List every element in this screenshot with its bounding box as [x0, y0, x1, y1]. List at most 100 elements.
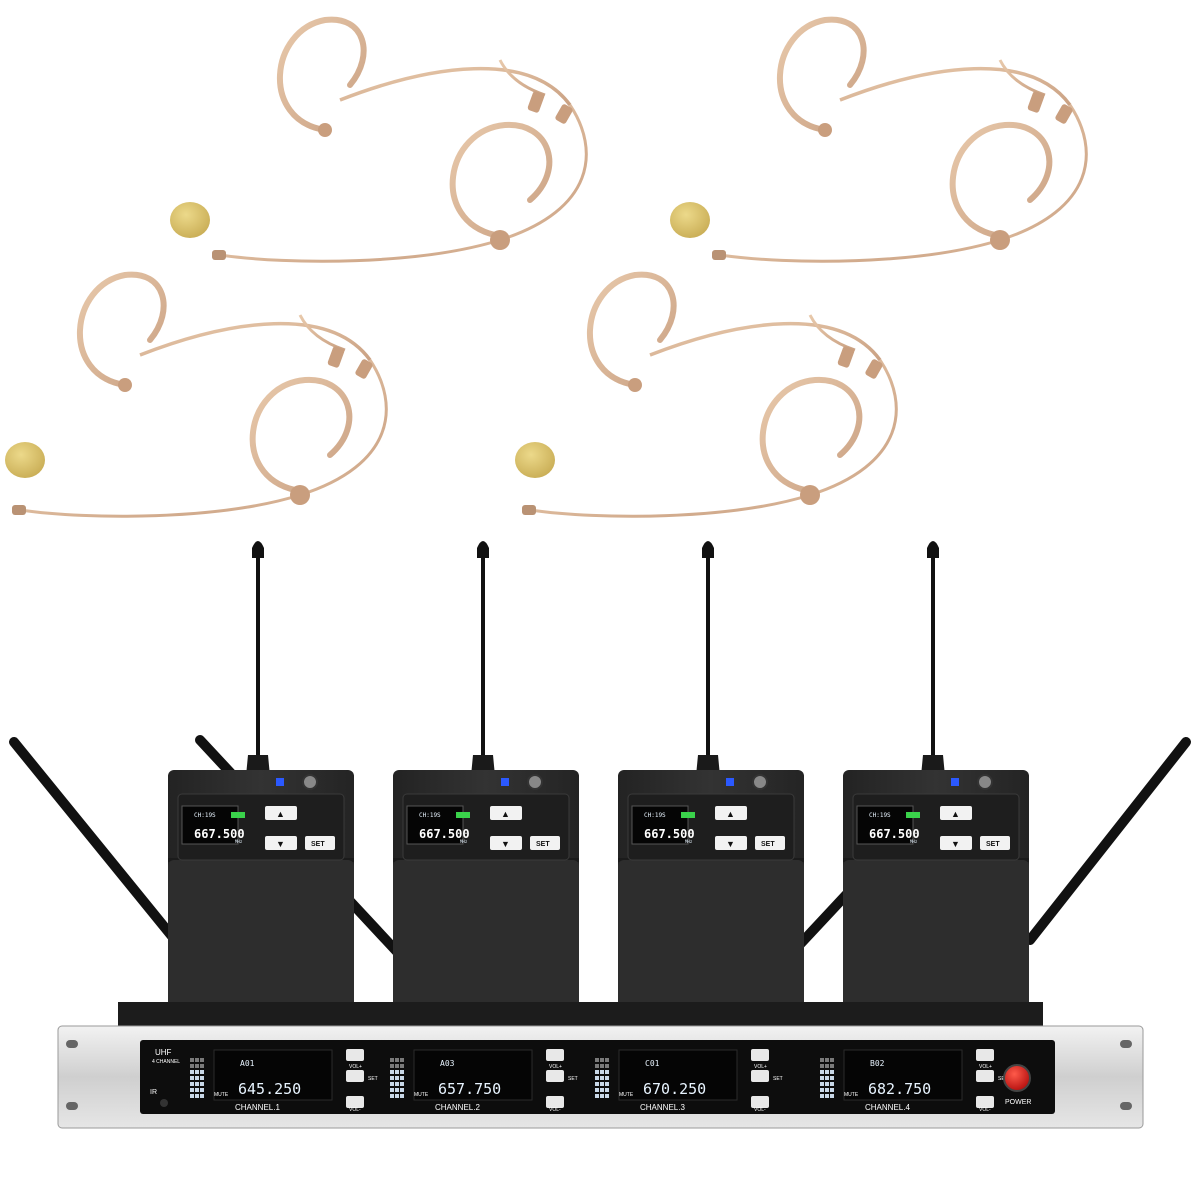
up-button[interactable]	[265, 806, 297, 820]
channel-label: CHANNEL.3	[640, 1103, 685, 1112]
vol-down-label: VOL-	[349, 1107, 361, 1113]
level-meter-segment	[190, 1088, 194, 1092]
level-meter-segment	[400, 1070, 404, 1074]
foam-windscreen-1	[170, 202, 210, 238]
down-arrow-icon: ▼	[501, 839, 510, 849]
down-button[interactable]	[940, 836, 972, 850]
up-arrow-icon: ▲	[726, 809, 735, 819]
channel-display	[843, 1049, 963, 1101]
level-meter-segment	[600, 1088, 604, 1092]
set-label: SET	[568, 1076, 578, 1082]
level-meter-segment	[190, 1070, 194, 1074]
down-button[interactable]	[265, 836, 297, 850]
level-meter-segment	[825, 1094, 829, 1098]
vol-up-button[interactable]	[751, 1049, 769, 1061]
channel-group: B02	[870, 1059, 885, 1068]
set-button[interactable]	[530, 836, 560, 850]
vol-up-button[interactable]	[976, 1049, 994, 1061]
set-button[interactable]	[546, 1070, 564, 1082]
channel-label: CHANNEL.2	[435, 1103, 480, 1112]
brand-uhf: UHF	[155, 1048, 172, 1057]
up-arrow-icon: ▲	[276, 809, 285, 819]
set-label: SET	[773, 1076, 783, 1082]
level-meter-segment	[190, 1094, 194, 1098]
pack-unit: MHz	[910, 839, 918, 844]
level-meter-segment	[400, 1094, 404, 1098]
ir-label: IR	[150, 1089, 157, 1096]
level-meter-segment	[390, 1094, 394, 1098]
level-meter-segment	[820, 1076, 824, 1080]
level-meter-segment	[190, 1058, 194, 1062]
level-meter-segment	[195, 1082, 199, 1086]
level-meter-segment	[195, 1076, 199, 1080]
down-button[interactable]	[490, 836, 522, 850]
vol-up-button[interactable]	[346, 1049, 364, 1061]
up-button[interactable]	[940, 806, 972, 820]
rack-hole	[1120, 1040, 1132, 1048]
vol-up-label: VOL+	[549, 1064, 562, 1070]
level-meter-segment	[605, 1076, 609, 1080]
set-button[interactable]	[755, 836, 785, 850]
level-meter-segment	[595, 1094, 599, 1098]
level-meter-segment	[595, 1064, 599, 1068]
channel-text: CH:19S	[869, 812, 891, 819]
level-meter-segment	[605, 1082, 609, 1086]
level-meter-segment	[200, 1058, 204, 1062]
vol-down-button[interactable]	[346, 1096, 364, 1108]
level-meter-segment	[195, 1064, 199, 1068]
level-meter-segment	[200, 1076, 204, 1080]
up-arrow-icon: ▲	[951, 809, 960, 819]
set-button[interactable]	[346, 1070, 364, 1082]
set-button[interactable]	[305, 836, 335, 850]
channel-text: CH:19S	[644, 812, 666, 819]
vol-up-button[interactable]	[546, 1049, 564, 1061]
level-meter-segment	[390, 1064, 394, 1068]
channel-display	[618, 1049, 738, 1101]
down-arrow-icon: ▼	[276, 839, 285, 849]
level-meter-segment	[830, 1058, 834, 1062]
level-meter-segment	[595, 1058, 599, 1062]
set-button[interactable]	[976, 1070, 994, 1082]
channel-display	[213, 1049, 333, 1101]
set-label: SET	[998, 1076, 1008, 1082]
down-arrow-icon: ▼	[951, 839, 960, 849]
level-meter-segment	[830, 1070, 834, 1074]
channel-display	[413, 1049, 533, 1101]
level-meter-segment	[395, 1082, 399, 1086]
channel-frequency: 657.750	[438, 1080, 501, 1098]
level-meter-segment	[390, 1070, 394, 1074]
level-meter-segment	[600, 1082, 604, 1086]
set-button[interactable]	[980, 836, 1010, 850]
headset-mic-3	[5, 275, 386, 517]
level-meter-segment	[600, 1094, 604, 1098]
level-meter-segment	[820, 1082, 824, 1086]
up-button[interactable]	[715, 806, 747, 820]
channel-text: CH:19S	[194, 812, 216, 819]
down-button[interactable]	[715, 836, 747, 850]
set-button[interactable]	[751, 1070, 769, 1082]
ir-sensor	[160, 1099, 168, 1107]
power-button[interactable]	[1003, 1064, 1031, 1092]
vol-up-label: VOL+	[979, 1064, 992, 1070]
channel-frequency: 645.250	[238, 1080, 301, 1098]
vol-down-button[interactable]	[546, 1096, 564, 1108]
level-meter-segment	[820, 1058, 824, 1062]
set-label: SET	[368, 1076, 378, 1082]
level-meter-segment	[600, 1058, 604, 1062]
vol-down-button[interactable]	[751, 1096, 769, 1108]
battery-icon	[231, 812, 245, 818]
rack-hole	[66, 1102, 78, 1110]
pack-unit: MHz	[685, 839, 693, 844]
level-meter-segment	[390, 1058, 394, 1062]
level-meter-segment	[395, 1058, 399, 1062]
level-meter-segment	[400, 1064, 404, 1068]
vol-down-button[interactable]	[976, 1096, 994, 1108]
vol-up-label: VOL+	[349, 1064, 362, 1070]
battery-icon	[906, 812, 920, 818]
level-meter-segment	[200, 1082, 204, 1086]
up-button[interactable]	[490, 806, 522, 820]
level-meter-segment	[605, 1064, 609, 1068]
